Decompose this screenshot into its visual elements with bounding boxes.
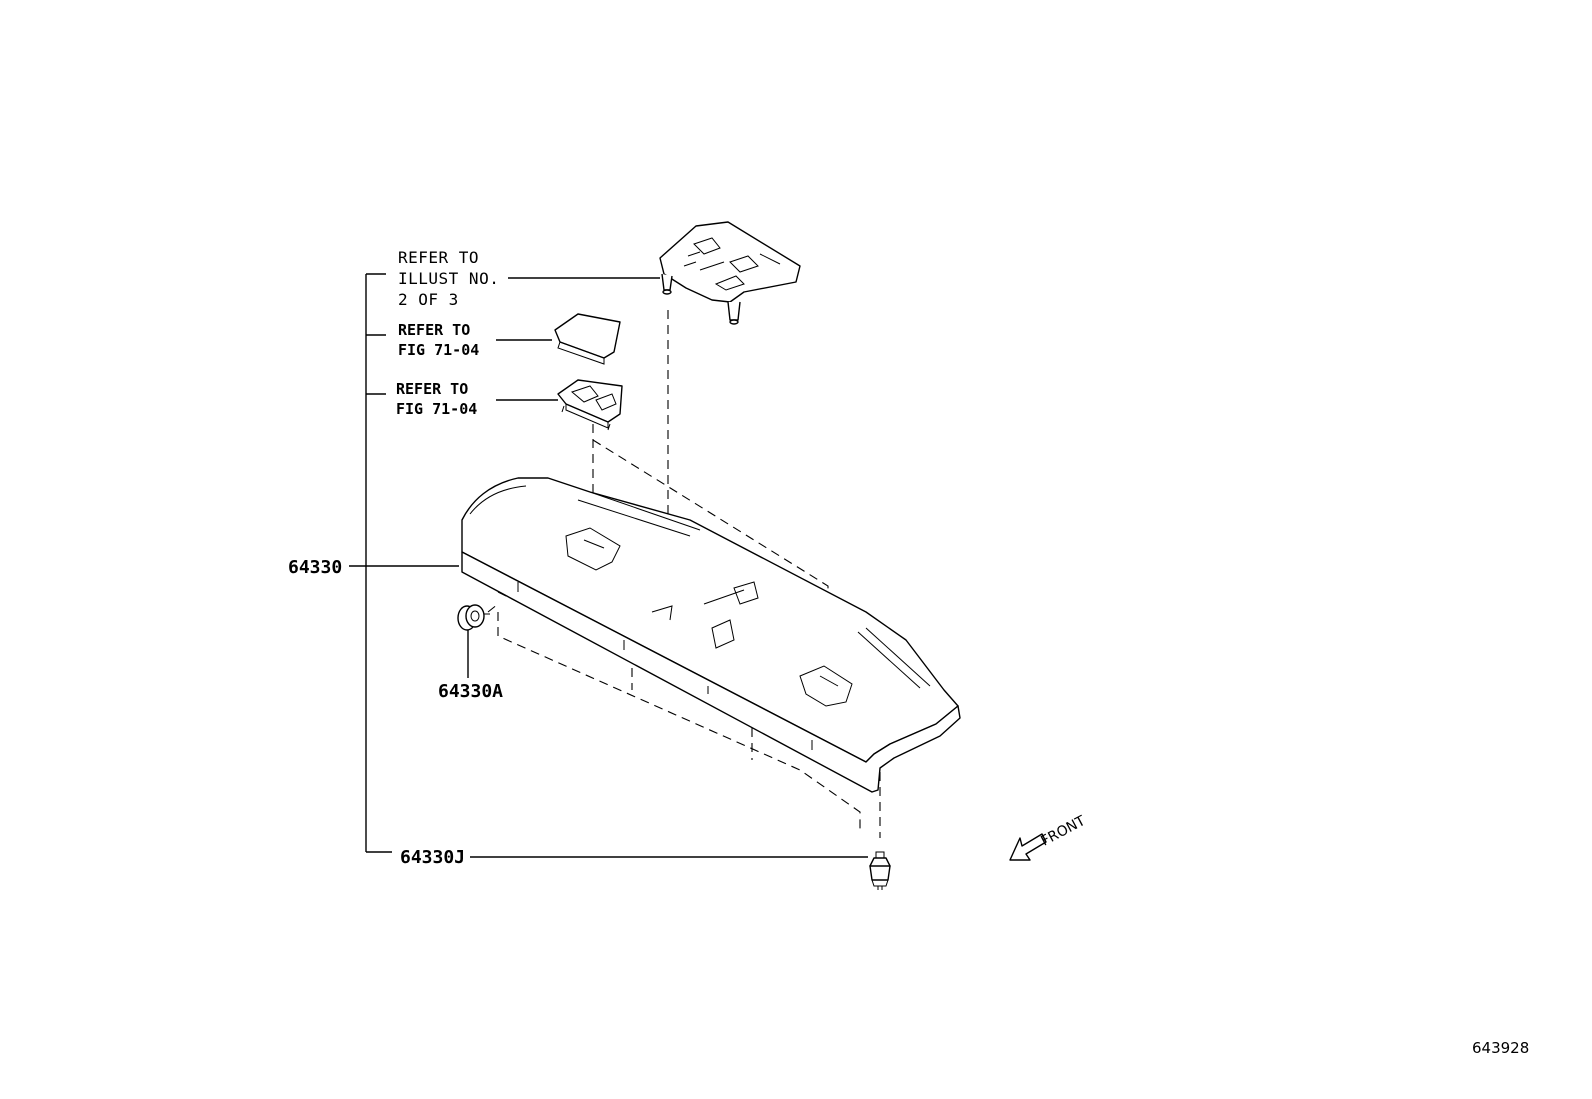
dash-bracket-to-right: [592, 439, 829, 660]
refer-fig-a-line1: REFER TO: [398, 321, 470, 339]
cover-part: [554, 313, 621, 365]
refer-illust-line3: 2 OF 3: [398, 290, 459, 309]
refer-fig-b-line1: REFER TO: [396, 380, 468, 398]
package-tray-panel: [461, 477, 961, 793]
leader-lines: [349, 273, 868, 858]
bracket-part: [557, 379, 623, 431]
part-number-64330A: 64330A: [438, 681, 503, 702]
illustration-code: 643928: [1472, 1039, 1529, 1057]
part-number-64330: 64330: [288, 557, 342, 578]
refer-illust-line2: ILLUST NO.: [398, 269, 499, 288]
labels: REFER TO ILLUST NO. 2 OF 3 REFER TO FIG …: [288, 248, 1529, 1057]
clip-64330A-part: [457, 604, 490, 631]
refer-fig-b-line2: FIG 71-04: [396, 400, 477, 418]
clip-64330J-part: [869, 851, 891, 890]
dash-clip-a-link: [487, 603, 499, 613]
front-arrow-icon: [1009, 833, 1047, 861]
dash-lower-rail: [497, 612, 861, 830]
part-number-64330J: 64330J: [400, 847, 465, 868]
refer-illust-line1: REFER TO: [398, 248, 479, 267]
refer-fig-a-line2: FIG 71-04: [398, 341, 479, 359]
front-label: FRONT: [1038, 813, 1088, 850]
high-mount-lamp-part: [659, 221, 801, 325]
